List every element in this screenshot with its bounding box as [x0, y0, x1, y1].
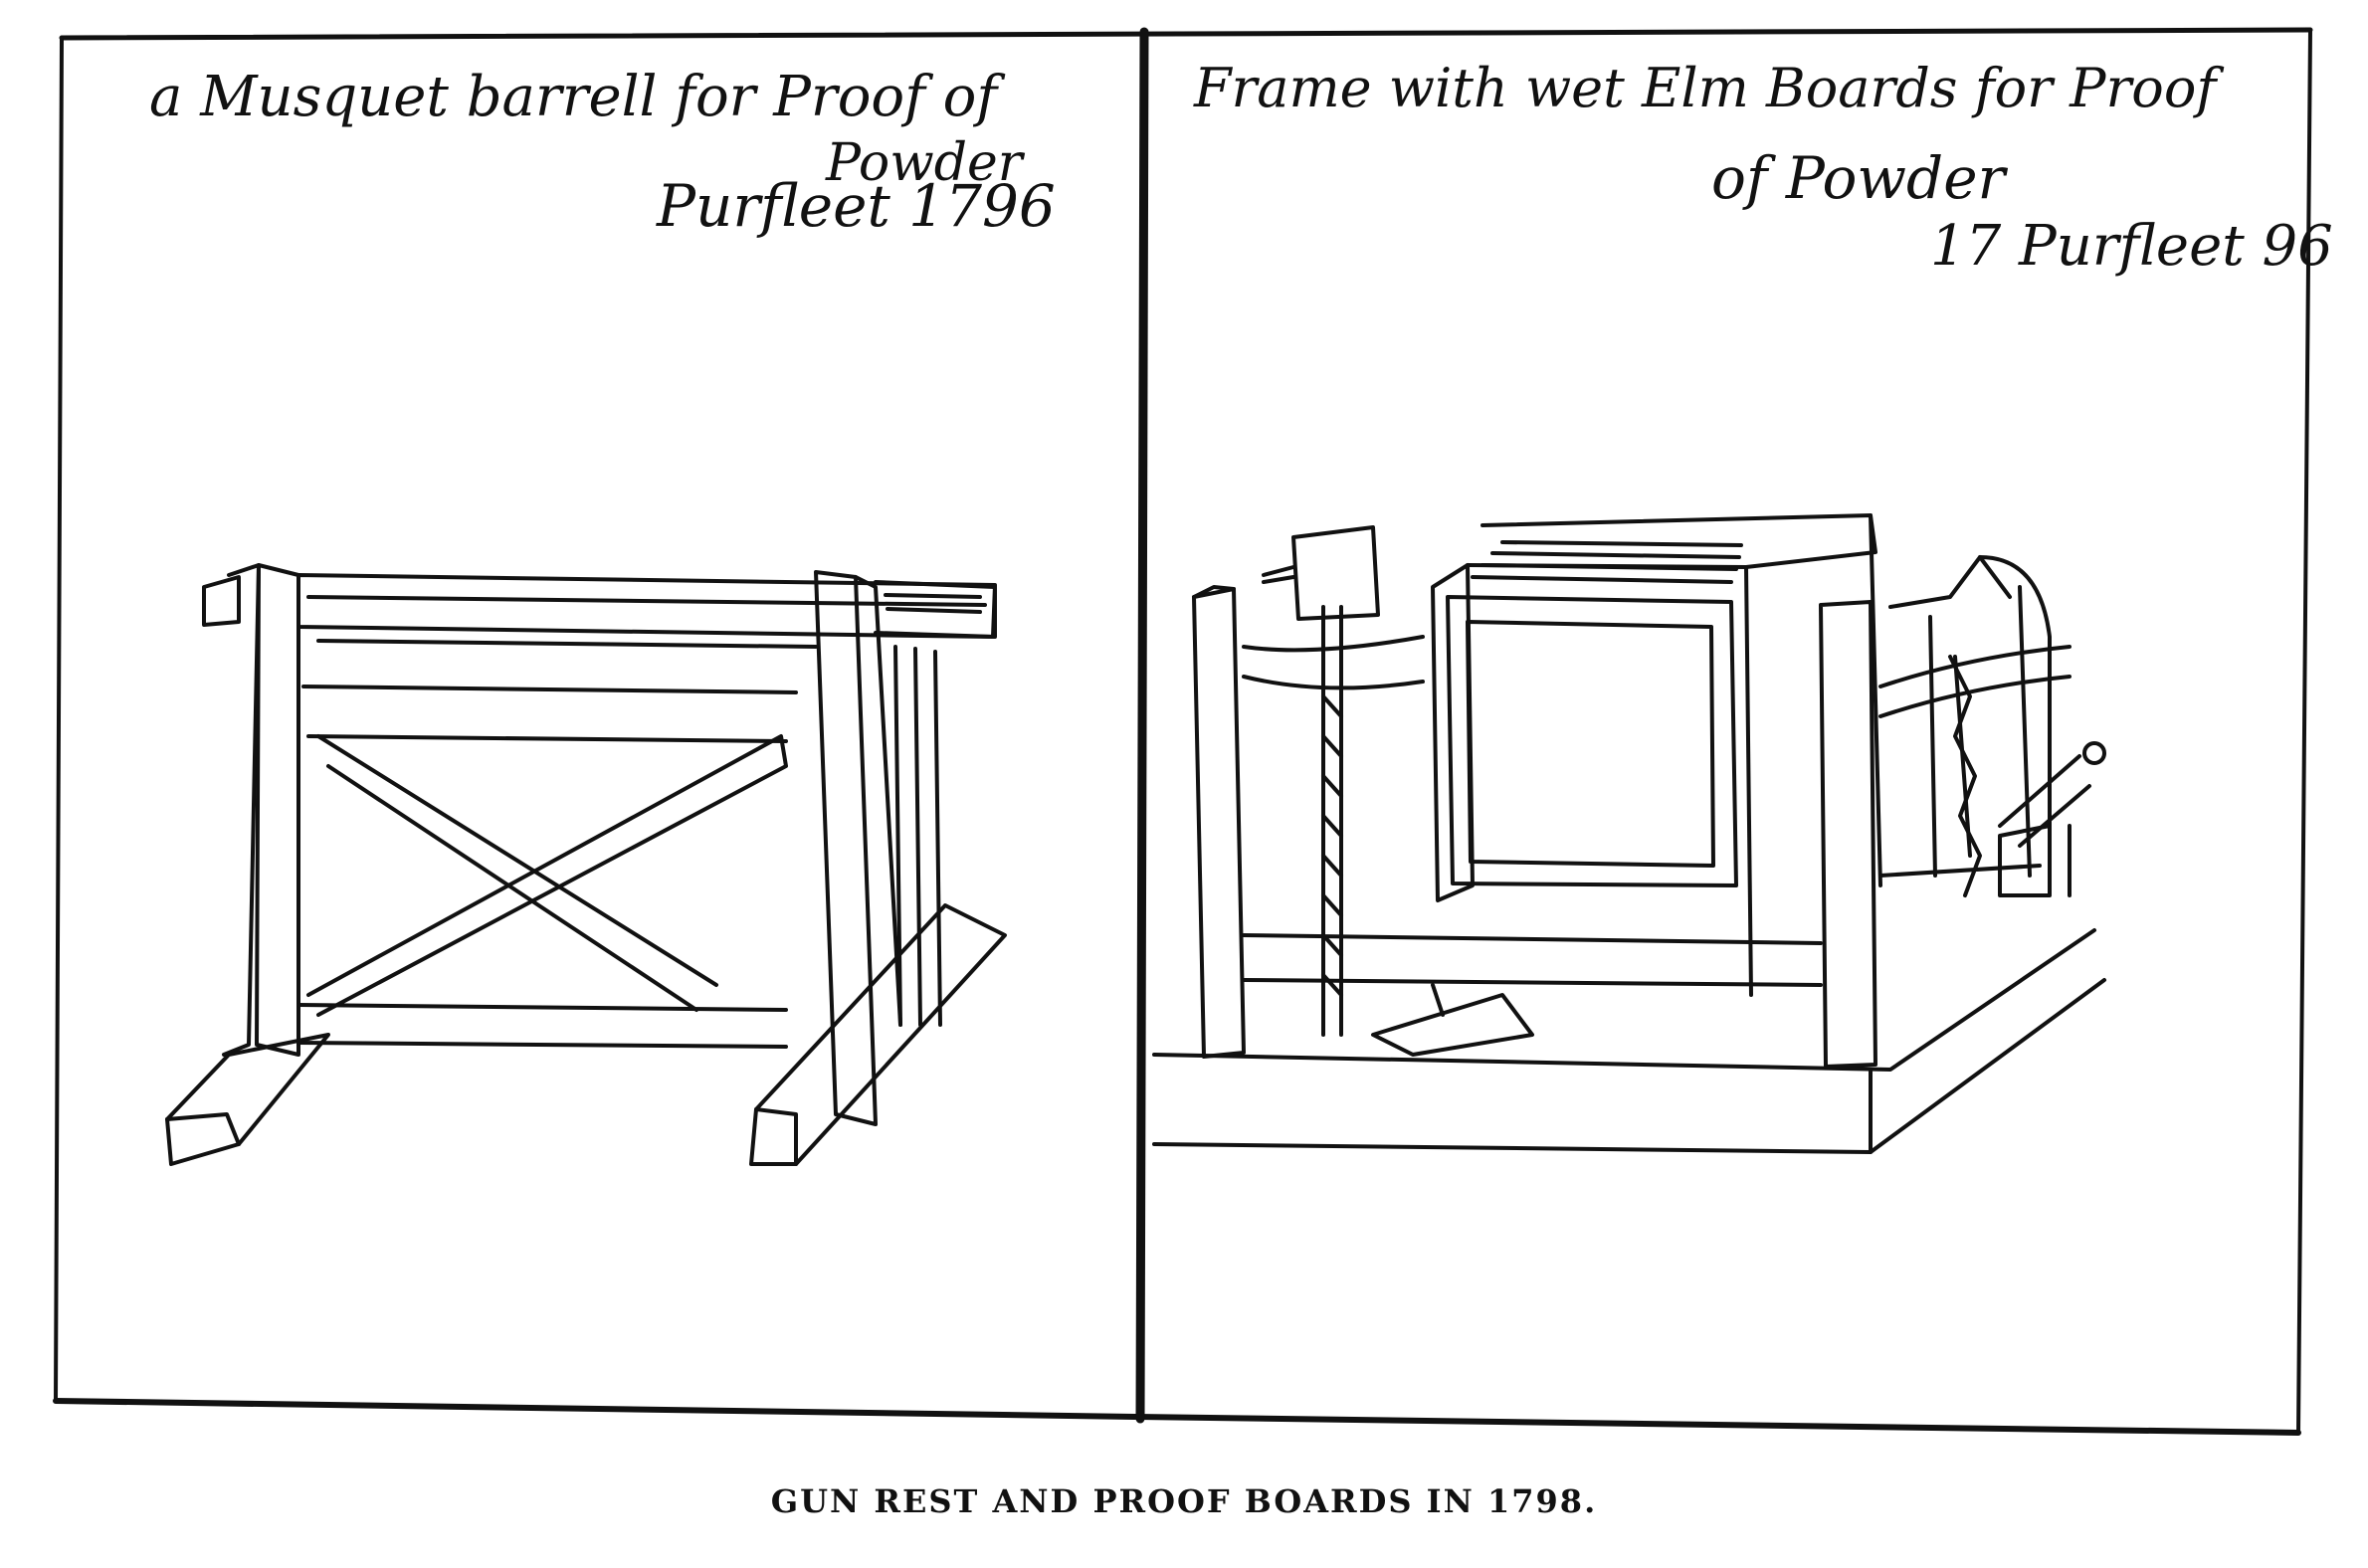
- left-inscription-line1: a Musquet barrell for Proof of: [149, 65, 998, 129]
- outer-frame: [53, 27, 2313, 1436]
- right-inscription-line3: 17 Purfleet 96: [1930, 214, 2333, 279]
- panel-divider: [1135, 27, 1149, 1424]
- proof-frame-drawing: [1152, 513, 2106, 1154]
- gun-rest-drawing: [165, 563, 1007, 1166]
- left-inscription-line2: Powder: [826, 133, 1023, 193]
- right-inscription-line2: of Powder: [1711, 144, 2006, 212]
- figure-caption: GUN REST AND PROOF BOARDS IN 1798.: [770, 1482, 1598, 1520]
- right-inscription-line1: Frame with wet Elm Boards for Proof: [1194, 57, 2217, 119]
- left-inscription-line3: Purfleet 1796: [657, 172, 1056, 240]
